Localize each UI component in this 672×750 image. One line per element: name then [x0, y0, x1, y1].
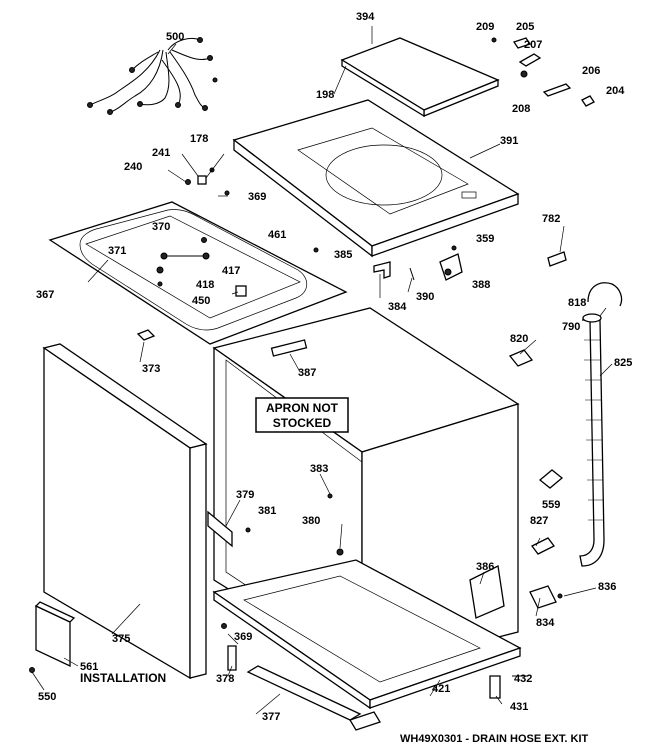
label-384: 384	[388, 301, 407, 313]
label-391: 391	[500, 135, 518, 147]
label-388: 388	[472, 279, 490, 291]
label-381: 381	[258, 505, 276, 517]
wire-harness-500	[87, 37, 218, 115]
label-461: 461	[268, 229, 286, 241]
label-207: 207	[524, 39, 542, 51]
label-369-top: 369	[248, 191, 266, 203]
label-790: 790	[562, 321, 580, 333]
lower-hardware	[29, 469, 564, 731]
leader-lines	[31, 26, 613, 715]
installation-bag-561	[34, 601, 76, 668]
label-370: 370	[152, 221, 170, 233]
label-367: 367	[36, 289, 54, 301]
label-386: 386	[476, 561, 494, 573]
label-820: 820	[510, 333, 528, 345]
label-827: 827	[530, 515, 548, 527]
apron-note-line1: APRON NOT	[266, 401, 339, 415]
label-550: 550	[38, 691, 56, 703]
label-209: 209	[476, 21, 494, 33]
label-359: 359	[476, 233, 494, 245]
drain-hose-825	[508, 282, 623, 567]
label-377: 377	[262, 711, 280, 723]
label-500: 500	[166, 31, 184, 43]
lid-394	[340, 37, 500, 118]
label-561: 561	[80, 661, 98, 673]
label-417: 417	[222, 265, 240, 277]
label-204: 204	[606, 85, 625, 97]
label-559: 559	[542, 499, 560, 511]
label-371: 371	[108, 245, 126, 257]
label-390: 390	[416, 291, 434, 303]
base-frame-367	[48, 201, 348, 345]
label-178: 178	[190, 133, 208, 145]
label-383: 383	[310, 463, 328, 475]
label-369-bottom: 369	[234, 631, 252, 643]
label-375: 375	[112, 633, 130, 645]
installation-label: INSTALLATION	[80, 671, 166, 685]
kit-caption: WH49X0301 - DRAIN HOSE EXT. KIT	[400, 733, 589, 745]
label-418: 418	[196, 279, 214, 291]
label-208: 208	[512, 103, 530, 115]
label-387: 387	[298, 367, 316, 379]
label-431: 431	[510, 701, 528, 713]
label-241: 241	[152, 147, 170, 159]
label-836: 836	[598, 581, 616, 593]
label-378: 378	[216, 673, 234, 685]
label-432: 432	[514, 673, 532, 685]
part-labels: 500 394 209 205 207 198 206 204 208 178 …	[36, 11, 632, 723]
label-394: 394	[356, 11, 375, 23]
label-825: 825	[614, 357, 632, 369]
label-818: 818	[568, 297, 586, 309]
label-205: 205	[516, 21, 534, 33]
label-379: 379	[236, 489, 254, 501]
top-cover-391	[232, 99, 520, 258]
label-380: 380	[302, 515, 320, 527]
label-385: 385	[334, 249, 352, 261]
label-450: 450	[192, 295, 210, 307]
base-tray-421	[212, 559, 522, 710]
label-421: 421	[432, 683, 450, 695]
lid-switch-parts	[491, 37, 595, 107]
label-198: 198	[316, 89, 334, 101]
apron-note-line2: STOCKED	[273, 416, 332, 430]
label-782: 782	[542, 213, 560, 225]
label-240: 240	[124, 161, 142, 173]
label-206: 206	[582, 65, 600, 77]
label-373: 373	[142, 363, 160, 375]
cabinet-brackets	[373, 251, 567, 281]
side-panel-375	[42, 343, 208, 680]
apron-note: APRON NOT STOCKED	[255, 397, 349, 433]
label-834: 834	[536, 617, 555, 629]
